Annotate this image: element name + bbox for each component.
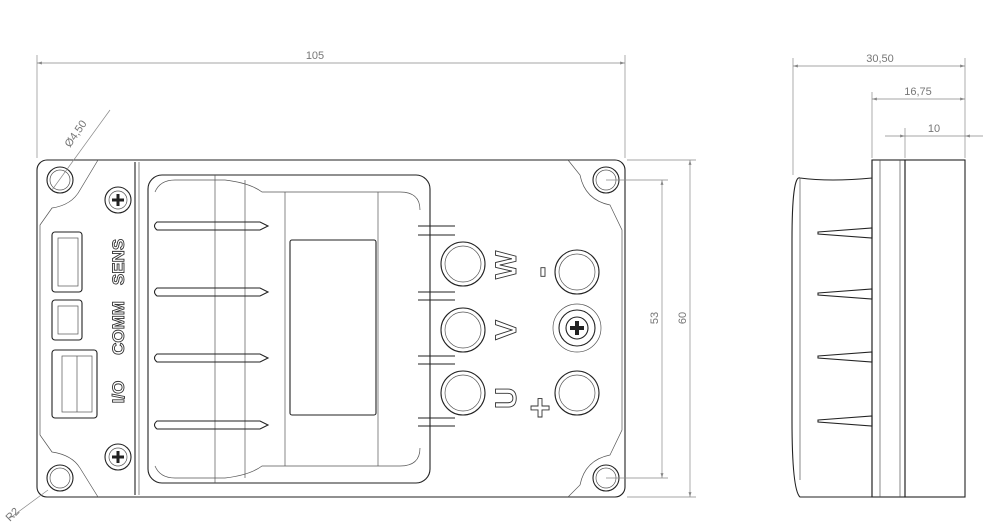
terminal-w-label: W <box>490 250 523 279</box>
comm-label: COMM <box>109 301 128 355</box>
dim-flange-depth: 16,75 <box>904 86 932 98</box>
terminal-minus <box>554 249 600 295</box>
dim-hole-diameter: Ø4,50 <box>63 118 90 149</box>
housing-outline <box>36 159 626 498</box>
front-dimensions: 105 Ø4,50 R2 53 60 <box>4 50 696 524</box>
dim-corner-radius: R2 <box>4 506 22 524</box>
heatsink-frame <box>147 174 431 484</box>
screw-icon <box>104 443 132 471</box>
dim-inner-depth: 10 <box>928 123 940 135</box>
sens-connector <box>51 231 83 293</box>
side-view <box>791 159 966 498</box>
terminal-u-label: U <box>490 387 523 409</box>
terminal-v-label: V <box>490 320 523 340</box>
screw-icon <box>104 186 132 214</box>
terminals <box>440 241 602 416</box>
side-fins <box>817 227 873 427</box>
sens-label: SENS <box>109 239 128 285</box>
cooling-fins <box>153 221 455 430</box>
comm-connector <box>51 299 83 341</box>
dim-height: 60 <box>677 312 689 324</box>
dim-hole-spacing: 53 <box>649 312 661 324</box>
terminal-u <box>440 370 486 416</box>
io-connector <box>51 349 98 419</box>
dim-side-depth: 30,50 <box>866 53 894 65</box>
display-window <box>289 239 377 416</box>
front-view: SENS COMM I/O W <box>36 159 626 498</box>
terminal-v <box>440 307 486 353</box>
screw-icon <box>552 303 602 353</box>
io-label: I/O <box>109 381 128 404</box>
mounting-holes <box>46 166 620 492</box>
dim-width: 105 <box>306 50 324 62</box>
terminal-plus <box>554 370 600 416</box>
side-dimensions: 30,50 16,75 10 <box>792 53 983 175</box>
terminal-minus-label: - <box>522 266 560 277</box>
terminal-w <box>440 241 486 287</box>
terminal-plus-label: + <box>529 387 550 428</box>
